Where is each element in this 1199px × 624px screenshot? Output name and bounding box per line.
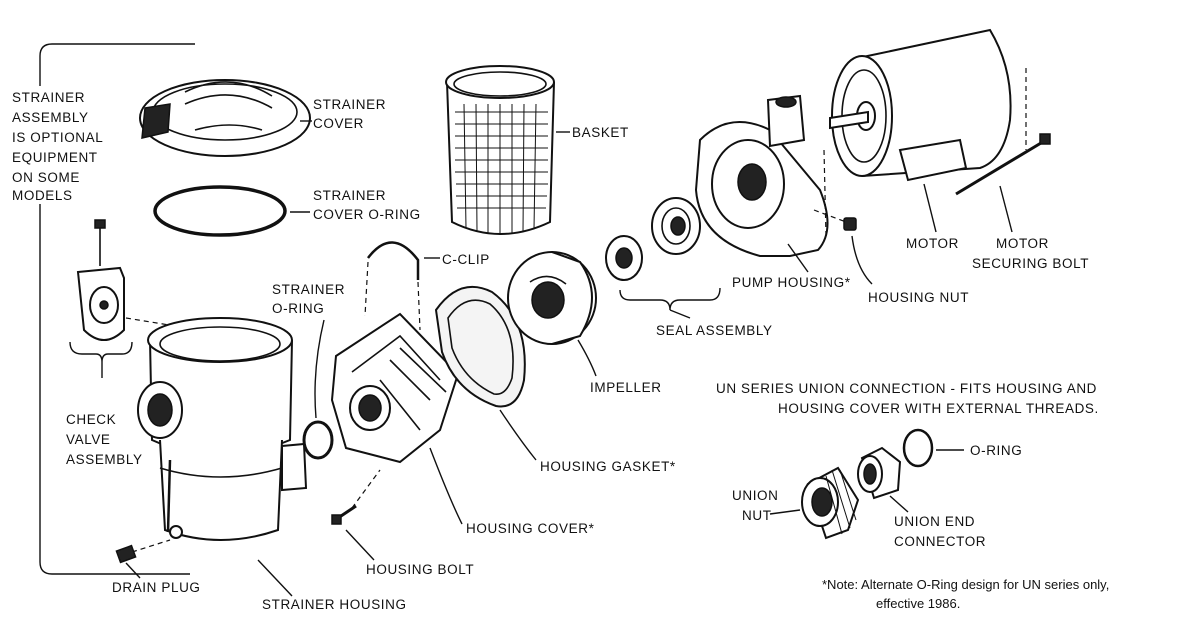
part-label-text: effective 1986.: [876, 596, 960, 611]
strainer-cover-oring: [153, 185, 287, 237]
housing-bolt: [331, 504, 357, 525]
part-label-text: HOUSING NUT: [868, 290, 969, 305]
union-title: UN SERIES UNION CONNECTION - FITS HOUSIN…: [716, 381, 1099, 416]
strainer-cover-oring-label: STRAINER COVER O-RING: [290, 188, 421, 222]
housing-gasket-label: HOUSING GASKET*: [499, 409, 676, 474]
part-label-text: MOTOR: [996, 236, 1049, 251]
housing-nut-label: HOUSING NUT: [851, 235, 969, 305]
strainer-oring: [302, 420, 334, 460]
strainer-housing-label: STRAINER HOUSING: [257, 559, 407, 612]
union-end-connector: [857, 446, 902, 500]
c-clip: [364, 241, 421, 331]
part-label-text: STRAINER HOUSING: [262, 597, 407, 612]
part-label-text: STRAINER: [272, 282, 345, 297]
part-label-text: STRAINER: [313, 188, 386, 203]
motor-securing-bolt-label: MOTOR SECURING BOLT: [972, 185, 1089, 271]
part-label-text: DRAIN PLUG: [112, 580, 201, 595]
check-valve-label: CHECK VALVE ASSEMBLY: [66, 341, 143, 467]
part-label-text: UN SERIES UNION CONNECTION - FITS HOUSIN…: [716, 381, 1097, 396]
side-note-line-1: STRAINER: [12, 90, 85, 105]
strainer-housing: [131, 317, 308, 553]
part-label-text: VALVE: [66, 432, 111, 447]
side-note-line-5: ON SOME: [12, 170, 80, 185]
impeller-label: IMPELLER: [577, 339, 662, 395]
part-label-text: O-RING: [272, 301, 324, 316]
pump-housing-label: PUMP HOUSING*: [732, 243, 851, 290]
union-end-connector-label: UNION END CONNECTOR: [889, 495, 986, 549]
part-label-text: UNION END: [894, 514, 975, 529]
part-label-text: IMPELLER: [590, 380, 662, 395]
housing-cover-label: HOUSING COVER*: [429, 447, 595, 536]
basket-mesh: [455, 103, 548, 235]
part-label-text: HOUSING COVER WITH EXTERNAL THREADS.: [778, 401, 1099, 416]
part-label-text: O-RING: [970, 443, 1022, 458]
footnote: *Note: Alternate O-Ring design for UN se…: [822, 577, 1109, 611]
side-note-line-4: EQUIPMENT: [12, 150, 98, 165]
c-clip-label: C-CLIP: [424, 252, 490, 267]
part-label-text: C-CLIP: [442, 252, 490, 267]
seal-assembly: [605, 197, 701, 281]
part-label-text: SEAL ASSEMBLY: [656, 323, 773, 338]
part-label-text: CONNECTOR: [894, 534, 986, 549]
strainer-cover: [139, 79, 311, 157]
optional-equipment-note: STRAINER ASSEMBLY IS OPTIONAL EQUIPMENT …: [6, 86, 103, 204]
union-nut: [801, 466, 860, 540]
housing-gasket: [434, 285, 526, 408]
union-oring: [902, 428, 934, 468]
part-label-text: COVER O-RING: [313, 207, 421, 222]
strainer-cover-label: STRAINER COVER: [300, 97, 386, 131]
union-oring-label: O-RING: [936, 443, 1022, 458]
side-note-line-6: MODELS: [12, 188, 73, 203]
housing-nut: [843, 217, 857, 231]
part-label-text: BASKET: [572, 125, 629, 140]
part-label-text: HOUSING BOLT: [366, 562, 474, 577]
part-label-text: MOTOR: [906, 236, 959, 251]
part-label-text: STRAINER: [313, 97, 386, 112]
drain-plug-label: DRAIN PLUG: [112, 562, 201, 595]
part-label-text: ASSEMBLY: [66, 452, 143, 467]
basket: [445, 65, 555, 235]
part-label-text: UNION: [732, 488, 779, 503]
part-label-text: CHECK: [66, 412, 116, 427]
housing-cover: [330, 312, 460, 509]
drain-plug: [115, 544, 137, 564]
part-label-text: COVER: [313, 116, 364, 131]
pump-housing: [694, 94, 847, 257]
basket-label: BASKET: [556, 125, 629, 140]
part-label-text: SECURING BOLT: [972, 256, 1089, 271]
part-label-text: PUMP HOUSING*: [732, 275, 851, 290]
side-note-line-3: IS OPTIONAL: [12, 130, 103, 145]
part-label-text: NUT: [742, 508, 772, 523]
check-valve-assembly: [76, 219, 201, 341]
impeller: [507, 251, 597, 345]
housing-bolt-label: HOUSING BOLT: [345, 529, 474, 577]
motor: [823, 28, 1027, 237]
optional-strainer-bracket: [39, 43, 195, 575]
part-label-text: *Note: Alternate O-Ring design for UN se…: [822, 577, 1109, 592]
union-nut-label: UNION NUT: [732, 488, 801, 523]
seal-assembly-label: SEAL ASSEMBLY: [619, 287, 773, 338]
motor-label: MOTOR: [906, 183, 959, 251]
part-label-text: HOUSING GASKET*: [540, 459, 676, 474]
side-note-line-2: ASSEMBLY: [12, 110, 89, 125]
motor-securing-bolt: [955, 133, 1051, 196]
part-label-text: HOUSING COVER*: [466, 521, 595, 536]
strainer-oring-label: STRAINER O-RING: [272, 282, 345, 419]
